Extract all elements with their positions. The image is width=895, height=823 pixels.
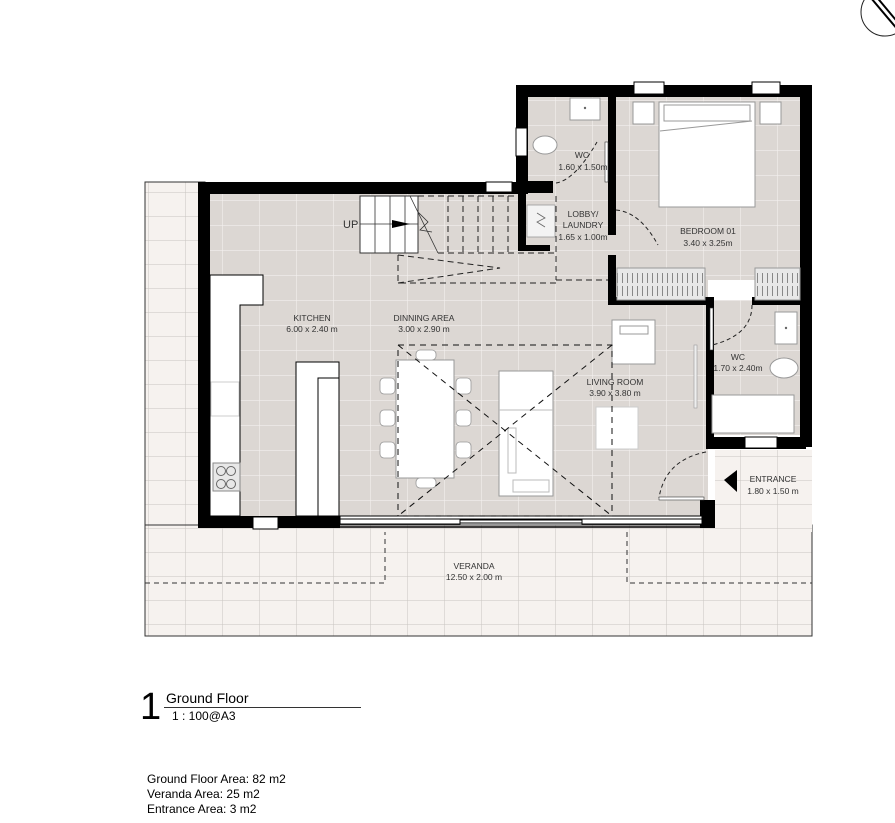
- ground-floor-area: Ground Floor Area: 82 m2: [147, 772, 286, 786]
- wc-lower-fixtures: [709, 304, 799, 434]
- dining-size: 3.00 x 2.90 m: [398, 324, 450, 334]
- entrance-arrow-icon: [724, 470, 737, 492]
- drawing-scale: 1 : 100@A3: [172, 709, 236, 723]
- north-arrow-icon: [860, 0, 895, 37]
- wc-lower-size: 1.70 x 2.40m: [713, 363, 762, 373]
- stair: UP: [343, 195, 556, 284]
- area-summary: Ground Floor Area: 82 m2 Veranda Area: 2…: [147, 772, 286, 817]
- dining-name: DINNING AREA: [394, 313, 455, 323]
- entrance-size: 1.80 x 1.50 m: [747, 486, 799, 496]
- lobby-fixtures: [526, 196, 608, 281]
- bedroom-size: 3.40 x 3.25m: [683, 238, 732, 248]
- living-size: 3.90 x 3.80 m: [589, 388, 641, 398]
- veranda-name: VERANDA: [453, 561, 494, 571]
- kitchen-name: KITCHEN: [293, 313, 330, 323]
- wc-lower-name: WC: [731, 352, 745, 362]
- stair-up-label: UP: [343, 219, 358, 231]
- veranda-area: Veranda Area: 25 m2: [147, 787, 260, 801]
- drawing-title: Ground Floor: [166, 690, 249, 706]
- title-underline: [164, 707, 361, 708]
- lobby-size: 1.65 x 1.00m: [558, 232, 607, 242]
- dining-table: [379, 349, 472, 489]
- lobby-name-2: LAUNDRY: [563, 220, 604, 230]
- room-labels: WC 1.60 x 1.50m LOBBY/ LAUNDRY 1.65 x 1.…: [286, 150, 799, 582]
- kitchen-counters: [209, 274, 340, 517]
- living-furniture: [397, 319, 707, 517]
- bed: [615, 101, 801, 301]
- entrance-area: Entrance Area: 3 m2: [147, 802, 257, 816]
- wc-upper-fixtures: [532, 97, 609, 184]
- windows: [252, 81, 781, 530]
- wc-upper-size: 1.60 x 1.50m: [558, 162, 607, 172]
- wc-upper-name: WC: [575, 150, 589, 160]
- living-name: LIVING ROOM: [587, 377, 644, 387]
- kitchen-size: 6.00 x 2.40 m: [286, 324, 338, 334]
- entrance-name: ENTRANCE: [750, 474, 797, 484]
- bedroom-name: BEDROOM 01: [680, 226, 736, 236]
- lobby-name-1: LOBBY/: [568, 209, 599, 219]
- veranda-size: 12.50 x 2.00 m: [446, 572, 502, 582]
- drawing-number: 1: [140, 686, 162, 728]
- veranda: [144, 181, 813, 637]
